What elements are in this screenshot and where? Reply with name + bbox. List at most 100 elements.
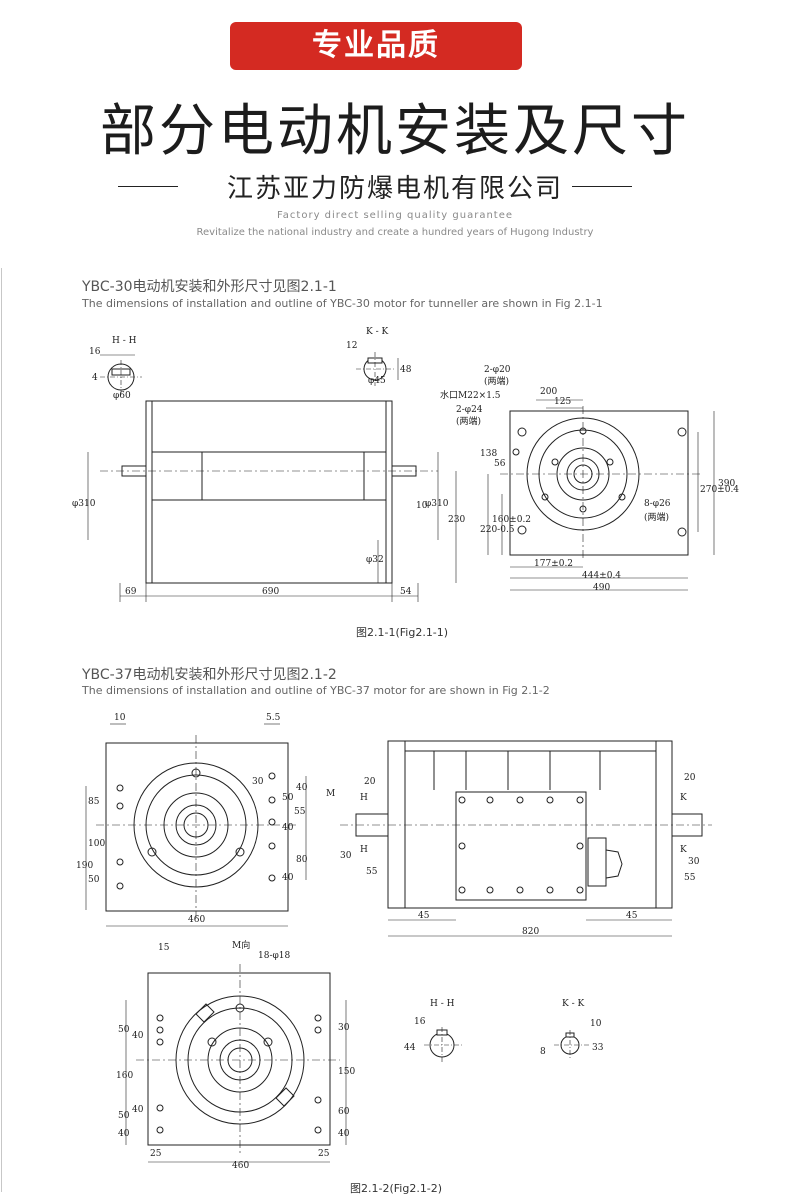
section2-title-en: The dimensions of installation and outli… <box>82 684 550 697</box>
section1-title-en: The dimensions of installation and outli… <box>82 297 603 310</box>
fig2-dim-80: 80 <box>296 855 308 865</box>
fig1-dim-125: 125 <box>554 397 571 407</box>
tagline-1: Factory direct selling quality guarantee <box>276 210 514 221</box>
fig2-dim-85: 85 <box>88 797 100 807</box>
fig2-dim-16: 16 <box>414 1017 426 1027</box>
fig1-dim-270: 270±0.4 <box>700 485 739 495</box>
fig2-dim-5-5: 5.5 <box>266 713 281 723</box>
fig2-m-direction: M向 <box>232 939 250 951</box>
fig1-dim-390: 390 <box>718 479 735 489</box>
fig2-dim-10: 10 <box>114 713 126 723</box>
fig2-dim-55: 55 <box>294 807 306 817</box>
fig1-dim-4: 4 <box>92 373 98 383</box>
fig1-dim-69: 69 <box>125 587 137 597</box>
fig2-dim-30-a: 30 <box>252 777 264 787</box>
fig2-side-view <box>340 740 712 937</box>
fig1-liang-1: (两端) <box>484 375 509 387</box>
page-title: 部分电动机安装及尺寸 <box>100 99 690 164</box>
fig2-k-label-1: K <box>680 793 687 803</box>
fig1-hh-label: H - H <box>112 336 137 346</box>
fig2-hh-label: H - H <box>430 999 455 1009</box>
fig1-phi310-b: φ310 <box>425 499 449 509</box>
fig2-dim-40-g: 40 <box>338 1129 350 1139</box>
quality-badge: 专业品质 <box>230 22 522 70</box>
fig2-dim-40-a: 40 <box>296 783 308 793</box>
fig1-dim-138: 138 <box>480 449 497 459</box>
fig2-h-label-2: H <box>360 845 368 855</box>
fig2-dim-45-a: 45 <box>418 911 430 921</box>
fig1-dim-220: 220-0.5 <box>480 525 515 535</box>
tagline-2: Revitalize the national industry and cre… <box>196 227 594 238</box>
fig2-dim-30-c: 30 <box>688 857 700 867</box>
fig1-dim-12: 12 <box>346 341 357 351</box>
fig2-dim-30-d: 30 <box>338 1023 350 1033</box>
company-row: 江苏亚力防爆电机有限公司 <box>0 168 790 204</box>
fig1-dim-56: 56 <box>494 459 506 469</box>
fig1-dim-690: 690 <box>262 587 279 597</box>
fig2-dim-40-e: 40 <box>132 1105 144 1115</box>
fig2-dim-50-b: 50 <box>282 793 294 803</box>
fig2-m-label: M <box>326 789 335 799</box>
fig1-side-view <box>87 400 457 602</box>
fig1-8phi26: 8-φ26 <box>644 499 671 509</box>
fig2-dim-150: 150 <box>338 1067 355 1077</box>
fig2-dim-40-f: 40 <box>118 1129 130 1139</box>
fig2-dim-55-d: 55 <box>684 873 696 883</box>
company-name: 江苏亚力防爆电机有限公司 <box>226 174 563 204</box>
fig2-dim-8: 8 <box>540 1047 546 1057</box>
fig2-dim-820: 820 <box>522 927 539 937</box>
fig1-dim-444: 444±0.4 <box>582 571 621 581</box>
fig2-dim-40-b: 40 <box>282 823 294 833</box>
company-divider-right <box>572 186 632 187</box>
fig2-dim-460-b: 460 <box>232 1161 249 1171</box>
section2-title-cn: YBC-37电动机安装和外形尺寸见图2.1-2 <box>82 667 337 683</box>
fig1-dim-177: 177±0.2 <box>534 559 573 569</box>
fig1-2phi20: 2-φ20 <box>484 365 511 375</box>
fig2-dim-30-b: 30 <box>340 851 352 861</box>
fig1-dim-490: 490 <box>593 583 610 593</box>
fig1-end-view <box>487 399 715 591</box>
fig2-dim-40-c: 40 <box>282 873 294 883</box>
fig1-dim-48: 48 <box>400 365 412 375</box>
fig1-kk-label: K - K <box>366 327 388 337</box>
fig1-phi310-a: φ310 <box>72 499 96 509</box>
fig2-shaft-sections <box>424 1027 590 1063</box>
fig2-dim-25-b: 25 <box>318 1149 330 1159</box>
fig2-dim-100: 100 <box>88 839 105 849</box>
fig1-kk-section <box>356 352 399 386</box>
fig1-dim-54: 54 <box>400 587 412 597</box>
section1-caption: 图2.1-1(Fig2.1-1) <box>356 626 449 639</box>
fig2-dim-25-a: 25 <box>150 1149 162 1159</box>
fig2-dim-40-d: 40 <box>132 1031 144 1041</box>
fig2-dim-50-c: 50 <box>118 1025 130 1035</box>
fig1-dim-200: 200 <box>540 387 557 397</box>
fig2-dim-460-a: 460 <box>188 915 205 925</box>
fig2-front-view <box>85 723 307 927</box>
fig2-k-label-2: K <box>680 845 687 855</box>
fig2-h-label-1: H <box>360 793 368 803</box>
fig2-dim-50-a: 50 <box>88 875 100 885</box>
fig1-phi45: φ45 <box>368 376 386 386</box>
fig1-dim-10: 10 <box>416 501 428 511</box>
fig1-liang-3: (两端) <box>644 511 669 523</box>
section1-title-cn: YBC-30电动机安装和外形尺寸见图2.1-1 <box>82 279 337 295</box>
fig2-dim-44: 44 <box>404 1043 416 1053</box>
fig2-dim-60: 60 <box>338 1107 350 1117</box>
fig1-hh-section <box>100 354 142 394</box>
fig1-dim-160: 160±0.2 <box>492 515 531 525</box>
fig1-phi32: φ32 <box>366 555 384 565</box>
fig2-dim-20-a: 20 <box>364 777 376 787</box>
fig2-bottom-end-view <box>125 964 347 1163</box>
fig2-dim-190: 190 <box>76 861 93 871</box>
fig1-phi60: φ60 <box>113 391 131 401</box>
fig1-dim-230: 230 <box>448 515 465 525</box>
fig2-dim-45-b: 45 <box>626 911 638 921</box>
fig2-18phi18: 18-φ18 <box>258 951 291 961</box>
left-border-line <box>1 268 2 1192</box>
fig2-dim-10-b: 10 <box>590 1019 602 1029</box>
company-divider-left <box>118 186 178 187</box>
fig1-water-port: 水口M22×1.5 <box>440 389 501 401</box>
fig2-kk-label: K - K <box>562 999 584 1009</box>
fig2-dim-160: 160 <box>116 1071 133 1081</box>
